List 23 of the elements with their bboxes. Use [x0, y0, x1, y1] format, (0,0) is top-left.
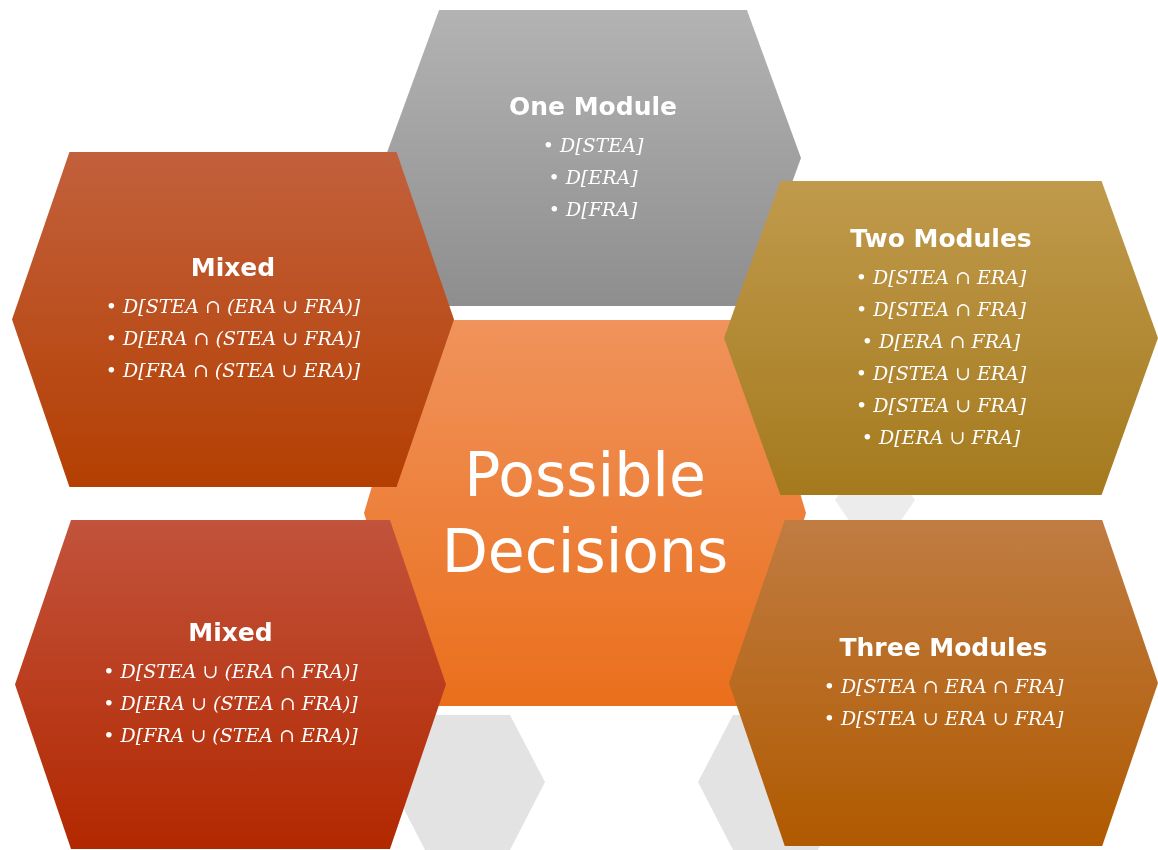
hexagon-heading: Three Modules [839, 632, 1048, 662]
formula-item: • D[STEA ∪ ERA] [855, 360, 1027, 386]
formula-item: • D[ERA ∩ FRA] [860, 328, 1022, 354]
center-title: Possible Decisions [440, 439, 730, 588]
formula-item: • D[STEA ∪ FRA] [855, 392, 1027, 418]
formula-item: • D[FRA ∪ (STEA ∩ ERA)] [103, 723, 358, 748]
formula-item: • D[STEA] [542, 132, 644, 158]
hexagon-heading: Two Modules [850, 223, 1032, 253]
formula-item: • D[STEA ∪ (ERA ∩ FRA)] [103, 659, 358, 684]
formula-item: • D[STEA ∩ ERA] [855, 264, 1027, 290]
hexagon-heading: One Module [509, 91, 677, 121]
formula-item: • D[ERA ∩ (STEA ∪ FRA)] [105, 326, 361, 351]
formula-item: • D[ERA] [547, 164, 639, 190]
formula-item: • D[ERA ∪ (STEA ∩ FRA)] [103, 691, 358, 716]
formula-item: • D[STEA ∩ ERA ∩ FRA] [823, 673, 1064, 699]
formula-item: • D[ERA ∪ FRA] [860, 424, 1022, 450]
hexagon-heading: Mixed [190, 253, 276, 282]
hexagon-heading: Mixed [188, 618, 273, 647]
formula-item: • D[STEA ∩ (ERA ∪ FRA)] [105, 294, 361, 319]
formula-item: • D[FRA ∩ (STEA ∪ ERA)] [105, 358, 361, 383]
formula-item: • D[STEA ∪ ERA ∪ FRA] [823, 705, 1064, 731]
formula-item: • D[FRA] [547, 196, 639, 222]
formula-item: • D[STEA ∩ FRA] [855, 296, 1027, 322]
